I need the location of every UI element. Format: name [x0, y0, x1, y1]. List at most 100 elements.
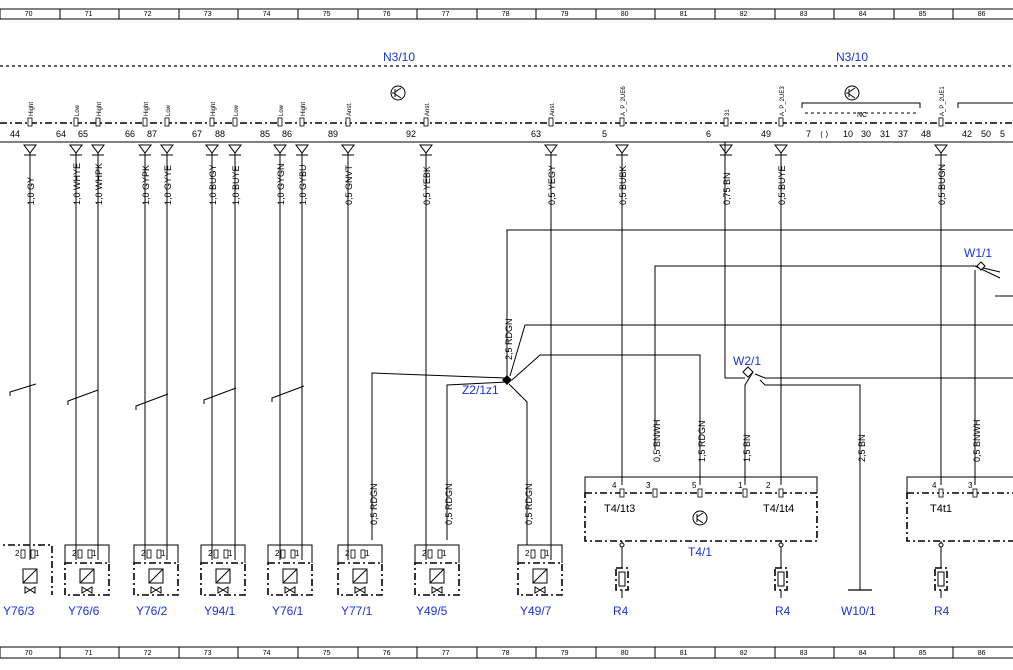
- wire-arrow-icon: [160, 144, 174, 154]
- wire-label: 0,5 RDGN: [444, 483, 454, 525]
- bottom-grid: [0, 646, 1013, 659]
- pin-box: [619, 117, 625, 127]
- pin-signal-label: Anst.: [550, 102, 556, 116]
- block-pin: 2: [766, 481, 771, 490]
- pin-box: [277, 117, 283, 127]
- nc-bridge-icon: ⟨ ⟩: [820, 130, 828, 139]
- nc-pin: 10: [843, 129, 853, 139]
- pin-number: 88: [215, 129, 225, 139]
- grid-column-label: 86: [978, 11, 986, 18]
- wire-arrow-icon: [615, 144, 629, 154]
- wire-label: 1,5 RDGN: [697, 420, 707, 462]
- block-pin-markers: [619, 488, 978, 498]
- grid-column-label: 84: [859, 650, 867, 657]
- twist-marker: [9, 383, 37, 396]
- component-label: Y49/7: [520, 604, 552, 618]
- pin-signal-label: Anst.: [347, 102, 353, 116]
- wire-label: 0,5 GNVT: [344, 164, 354, 205]
- component-label: Y77/1: [341, 604, 373, 618]
- pin-number: 89: [328, 129, 338, 139]
- wire-label: 0,5 RDGN: [524, 483, 534, 525]
- wire-label: 1,0 GY: [26, 177, 36, 205]
- component-label: Y76/3: [3, 604, 35, 618]
- pin-number: 65: [78, 129, 88, 139]
- wire-label: 1,0 BUYE: [231, 165, 241, 205]
- grid-column-label: 82: [740, 650, 748, 657]
- block-pin: 1: [738, 481, 743, 490]
- pin-number: 92: [406, 129, 416, 139]
- pin-signal-label: Low: [279, 104, 285, 116]
- wire-arrow-icon: [544, 144, 558, 154]
- grid-column-label: 72: [144, 650, 152, 657]
- grid-column-label: 78: [502, 650, 510, 657]
- resistor-r4: [934, 541, 948, 598]
- block-label: T4/1t4: [763, 503, 794, 515]
- block-pin-box: [742, 488, 748, 498]
- module-label: N3/10: [836, 50, 868, 64]
- splice-w1-1-marker: [976, 261, 986, 271]
- wire-label: 1,0 WHYE: [72, 163, 82, 205]
- grid-column-label: 79: [561, 650, 569, 657]
- block-pin-box: [697, 488, 703, 498]
- pin-box: [95, 117, 101, 127]
- pin-number: 64: [56, 129, 66, 139]
- splice-z2-1z1-marker: [502, 375, 512, 385]
- block-pin: 3: [968, 481, 973, 490]
- component-label: Y76/1: [272, 604, 304, 618]
- valve-pin-number: 2: [208, 549, 213, 558]
- pin-box: [778, 117, 784, 127]
- wire-label: 0,5 YEGY: [547, 165, 557, 205]
- extra-bracket: [957, 102, 1013, 108]
- grid-column-label: 74: [263, 11, 271, 18]
- valve-pin-number: 1: [365, 549, 370, 558]
- pin-number: 66: [125, 129, 135, 139]
- pin-signal-label: Hight: [301, 102, 307, 116]
- pin-signal-label: A_P_2UE3: [780, 86, 786, 116]
- component-label: R4: [613, 604, 629, 618]
- top-grid: [0, 8, 1013, 20]
- component-label: Y76/6: [68, 604, 100, 618]
- pin-number: 49: [761, 129, 771, 139]
- grid-column-label: 70: [25, 11, 33, 18]
- pin-number: 6: [706, 129, 711, 139]
- pin-number: 87: [147, 129, 157, 139]
- splice-label: Z2/1z1: [462, 383, 499, 397]
- pin-number: 48: [921, 129, 931, 139]
- transistor-icon: [390, 85, 406, 101]
- block-pin: 3: [646, 481, 651, 490]
- nc-pin: 37: [898, 129, 908, 139]
- grid-column-label: 78: [502, 11, 510, 18]
- component-label: Y94/1: [204, 604, 236, 618]
- block-label: T4/1: [688, 545, 712, 559]
- pin-box: [164, 117, 170, 127]
- pin-number: 5: [602, 129, 607, 139]
- pin-signal-label: Low: [75, 104, 81, 116]
- wire-arrow-icon: [228, 144, 242, 154]
- wire-label: 0,5 BUYE: [777, 165, 787, 205]
- block-pin-box: [778, 488, 784, 498]
- grid-column-label: 85: [919, 11, 927, 18]
- pin-box: [423, 117, 429, 127]
- grid-column-label: 81: [680, 11, 688, 18]
- wire-label: 0,75 BN: [722, 172, 732, 205]
- grid-column-label: 81: [680, 650, 688, 657]
- valve-pin-number: 2: [15, 549, 20, 558]
- transistor-icon: [844, 85, 860, 101]
- pin-signal-label: Hight: [211, 102, 217, 116]
- wire-arrow-icon: [205, 144, 219, 154]
- pin-signal-label: Hight: [97, 102, 103, 116]
- twist-marker: [135, 393, 169, 410]
- harness-routing: [371, 142, 1013, 591]
- extra-pin: 5: [1000, 129, 1005, 139]
- wire-label: 0,5 BNWH: [972, 419, 982, 462]
- component-label: R4: [934, 604, 950, 618]
